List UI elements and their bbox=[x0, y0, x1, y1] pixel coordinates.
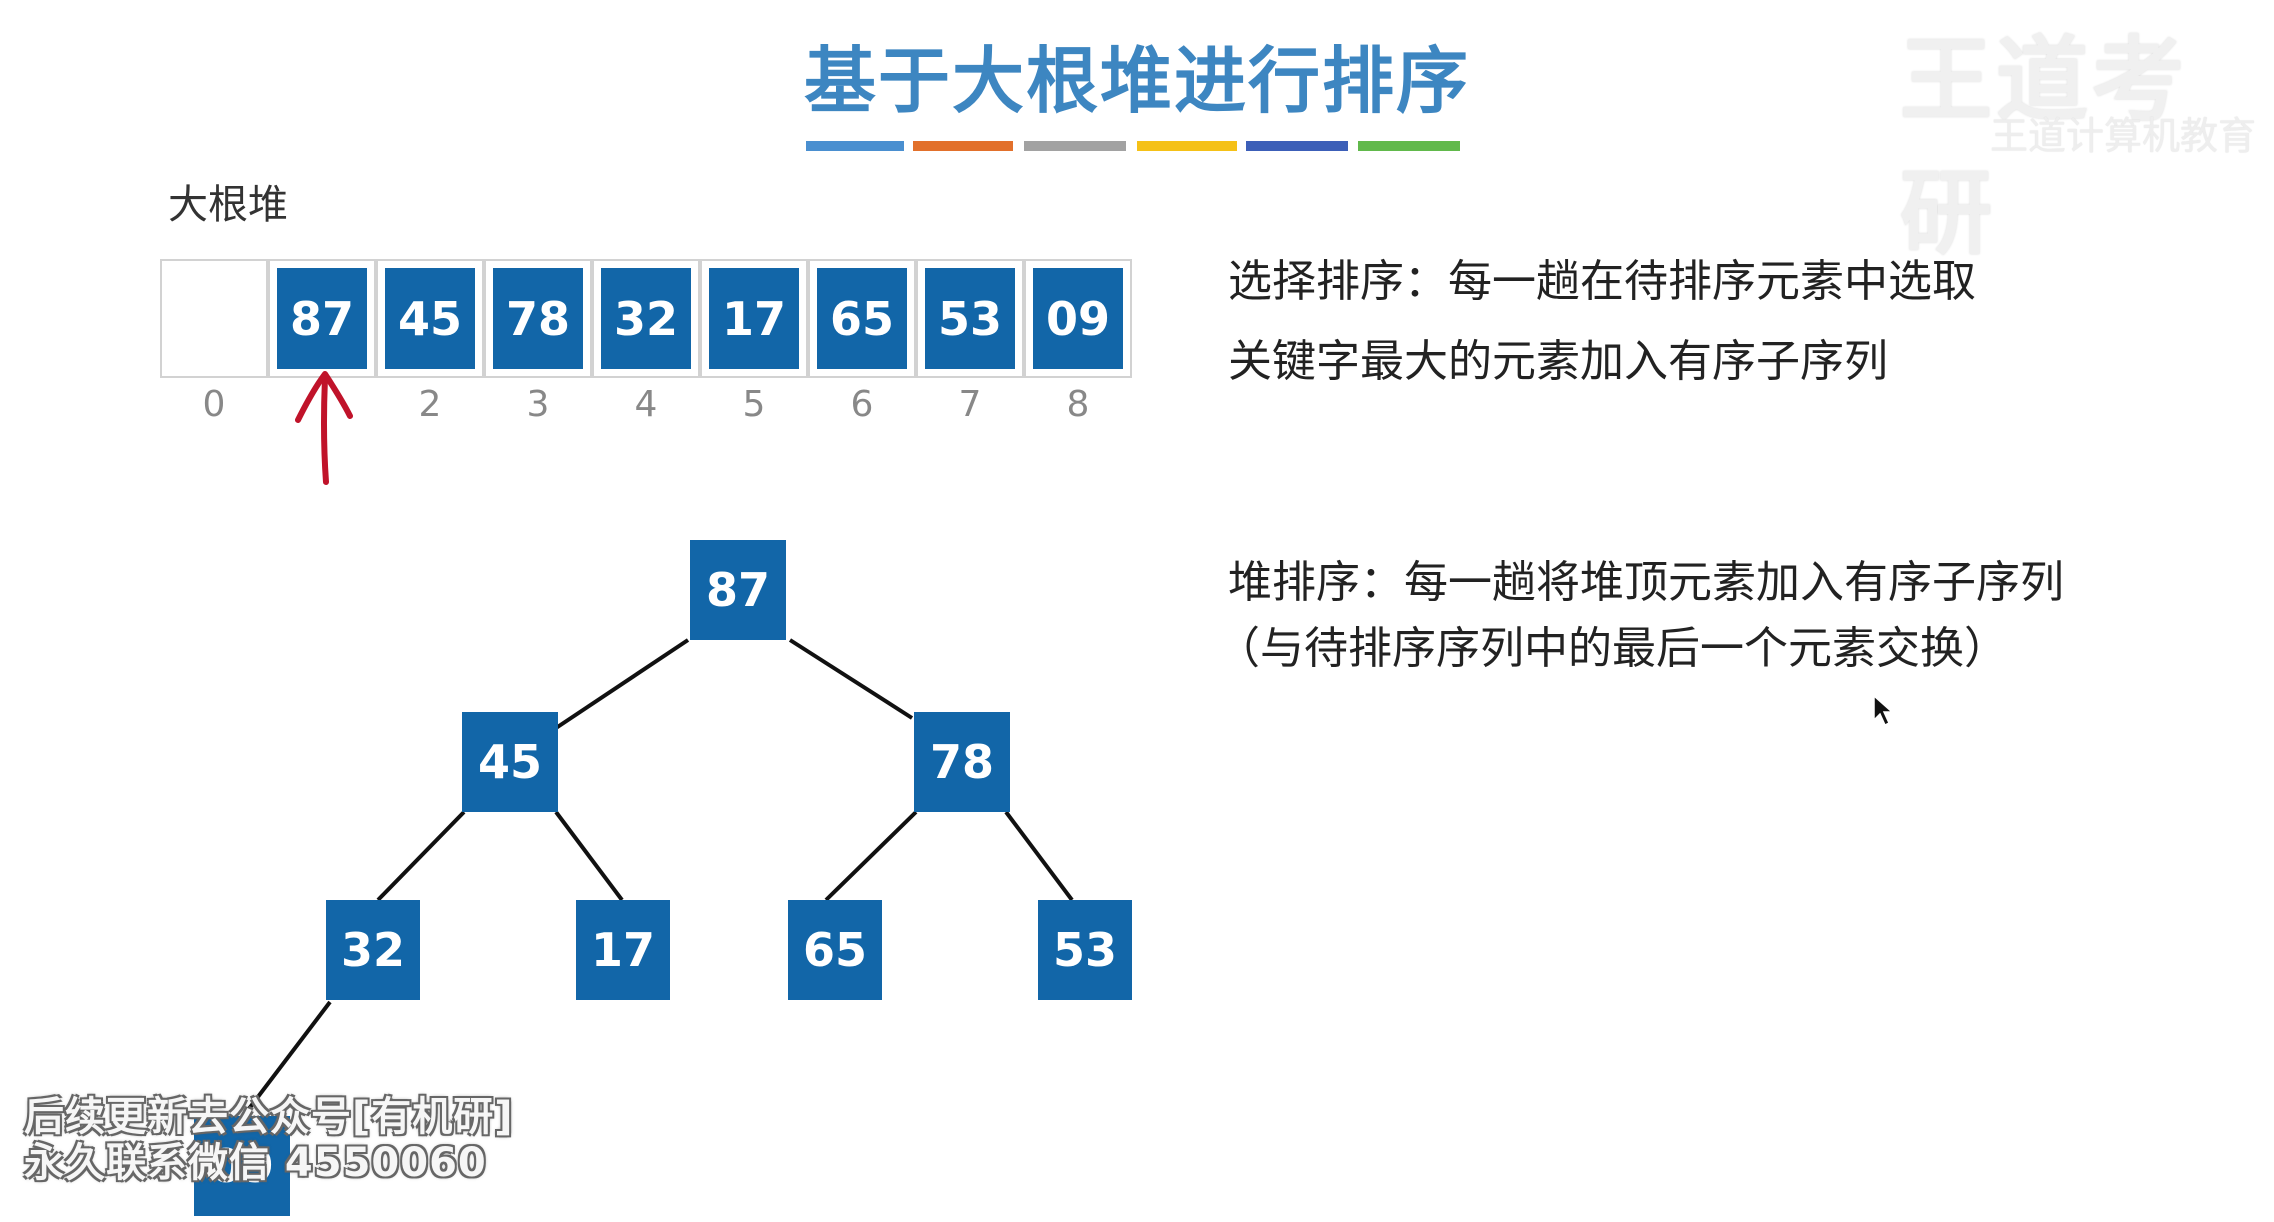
watermark-logo: 王道考研 bbox=[1900, 27, 2189, 267]
tree-node-87: 87 bbox=[690, 540, 786, 640]
array-cell-7: 53 bbox=[916, 259, 1024, 378]
slide-title: 基于大根堆进行排序 bbox=[803, 39, 1470, 123]
selection-sort-line-2: 关键字最大的元素加入有序子序列 bbox=[1228, 336, 1888, 387]
heap-sort-description: 堆排序：每一趟将堆顶元素加入有序子序列 （与待排序序列中的最后一个元素交换） bbox=[1216, 550, 2064, 682]
heap-sort-line-1: 堆排序：每一趟将堆顶元素加入有序子序列 bbox=[1228, 557, 2064, 608]
title-bar-segment-6 bbox=[1358, 141, 1460, 151]
array-value-6: 65 bbox=[817, 268, 907, 369]
tree-node-78: 78 bbox=[914, 712, 1010, 812]
array-cell-5: 17 bbox=[700, 259, 808, 378]
title-bar-segment-2 bbox=[913, 141, 1013, 151]
mouse-cursor-icon bbox=[1873, 694, 1894, 727]
title-bar-segment-5 bbox=[1246, 141, 1348, 151]
tree-node-17: 17 bbox=[576, 900, 670, 1000]
watermark-subtitle: 王道计算机教育 bbox=[1990, 114, 2257, 158]
selection-sort-description: 选择排序：每一趟在待排序元素中选取 关键字最大的元素加入有序子序列 bbox=[1228, 242, 1976, 402]
heap-label: 大根堆 bbox=[168, 182, 288, 228]
heap-sort-line-2: （与待排序序列中的最后一个元素交换） bbox=[1216, 623, 2008, 674]
tree-node-09: 09 bbox=[194, 1116, 290, 1216]
array-value-7: 53 bbox=[925, 268, 1015, 369]
array-value-5: 17 bbox=[709, 268, 799, 369]
array-index-8: 8 bbox=[1066, 384, 1090, 425]
tree-node-45: 45 bbox=[462, 712, 558, 812]
title-bar-segment-1 bbox=[806, 141, 904, 151]
subtitle-overlay-line-2: 永久联系微信 4550060 bbox=[24, 1140, 487, 1186]
array-cell-4: 32 bbox=[592, 259, 700, 378]
array-cell-8: 09 bbox=[1024, 259, 1132, 378]
tree-node-53: 53 bbox=[1038, 900, 1132, 1000]
edge-87-45 bbox=[554, 638, 690, 730]
array-value-8: 09 bbox=[1033, 268, 1123, 369]
array-cell-2: 45 bbox=[376, 259, 484, 378]
array-index-7: 7 bbox=[958, 384, 982, 425]
edge-78-65 bbox=[824, 810, 918, 902]
array-index-6: 6 bbox=[850, 384, 874, 425]
array-cell-3: 78 bbox=[484, 259, 592, 378]
edge-45-17 bbox=[554, 810, 624, 902]
edge-45-32 bbox=[376, 810, 466, 902]
tree-node-32: 32 bbox=[326, 900, 420, 1000]
array-cell-0 bbox=[160, 259, 268, 378]
array-cell-1: 87 bbox=[268, 259, 376, 378]
edge-87-78 bbox=[788, 638, 914, 720]
array-value-1: 87 bbox=[277, 268, 367, 369]
array-value-3: 78 bbox=[493, 268, 583, 369]
edge-32-09 bbox=[246, 1000, 332, 1112]
array-index-0: 0 bbox=[202, 384, 226, 425]
title-bar-segment-3 bbox=[1024, 141, 1126, 151]
array-cell-6: 65 bbox=[808, 259, 916, 378]
selection-sort-line-1: 选择排序：每一趟在待排序元素中选取 bbox=[1228, 256, 1976, 307]
pointer-arrow-icon bbox=[295, 371, 353, 485]
array-index-3: 3 bbox=[526, 384, 550, 425]
edge-78-53 bbox=[1004, 810, 1074, 902]
subtitle-overlay-line-1: 后续更新去公众号[有机研] bbox=[24, 1094, 514, 1140]
title-bar-segment-4 bbox=[1137, 141, 1237, 151]
array-value-4: 32 bbox=[601, 268, 691, 369]
array-index-5: 5 bbox=[742, 384, 766, 425]
array-index-2: 2 bbox=[418, 384, 442, 425]
array-value-2: 45 bbox=[385, 268, 475, 369]
tree-node-65: 65 bbox=[788, 900, 882, 1000]
array-index-4: 4 bbox=[634, 384, 658, 425]
